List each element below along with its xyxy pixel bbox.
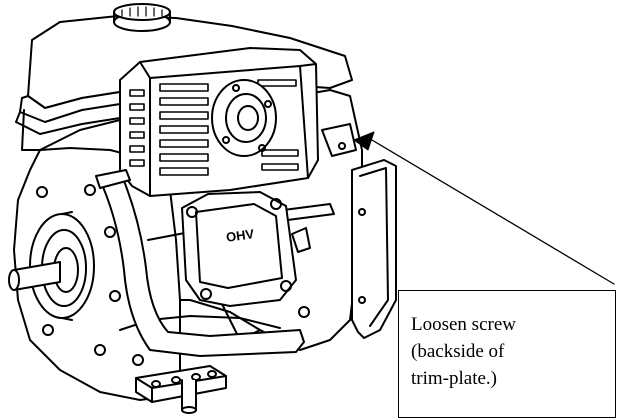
- spark-plug: [291, 227, 311, 253]
- mounting-foot: [135, 365, 227, 414]
- arrow-head-icon: [353, 131, 375, 151]
- screw-bracket: [321, 123, 357, 157]
- callout-line-3: trim-plate.): [411, 368, 497, 389]
- valve-cover: [181, 191, 297, 307]
- trim-plate: [351, 159, 397, 339]
- starter-hub: [211, 79, 277, 157]
- crankshaft: [8, 261, 61, 291]
- callout-box: Loosen screw (backside of trim-plate.): [398, 290, 616, 418]
- intake-pipe: [95, 169, 310, 357]
- crankshaft-flange: [29, 211, 95, 321]
- fuel-cap: [113, 3, 171, 32]
- callout-line-1: Loosen screw: [411, 314, 516, 335]
- callout-line-2: (backside of: [411, 341, 505, 362]
- leader-line: [371, 139, 615, 285]
- valve-cover-label: OHV: [225, 226, 255, 245]
